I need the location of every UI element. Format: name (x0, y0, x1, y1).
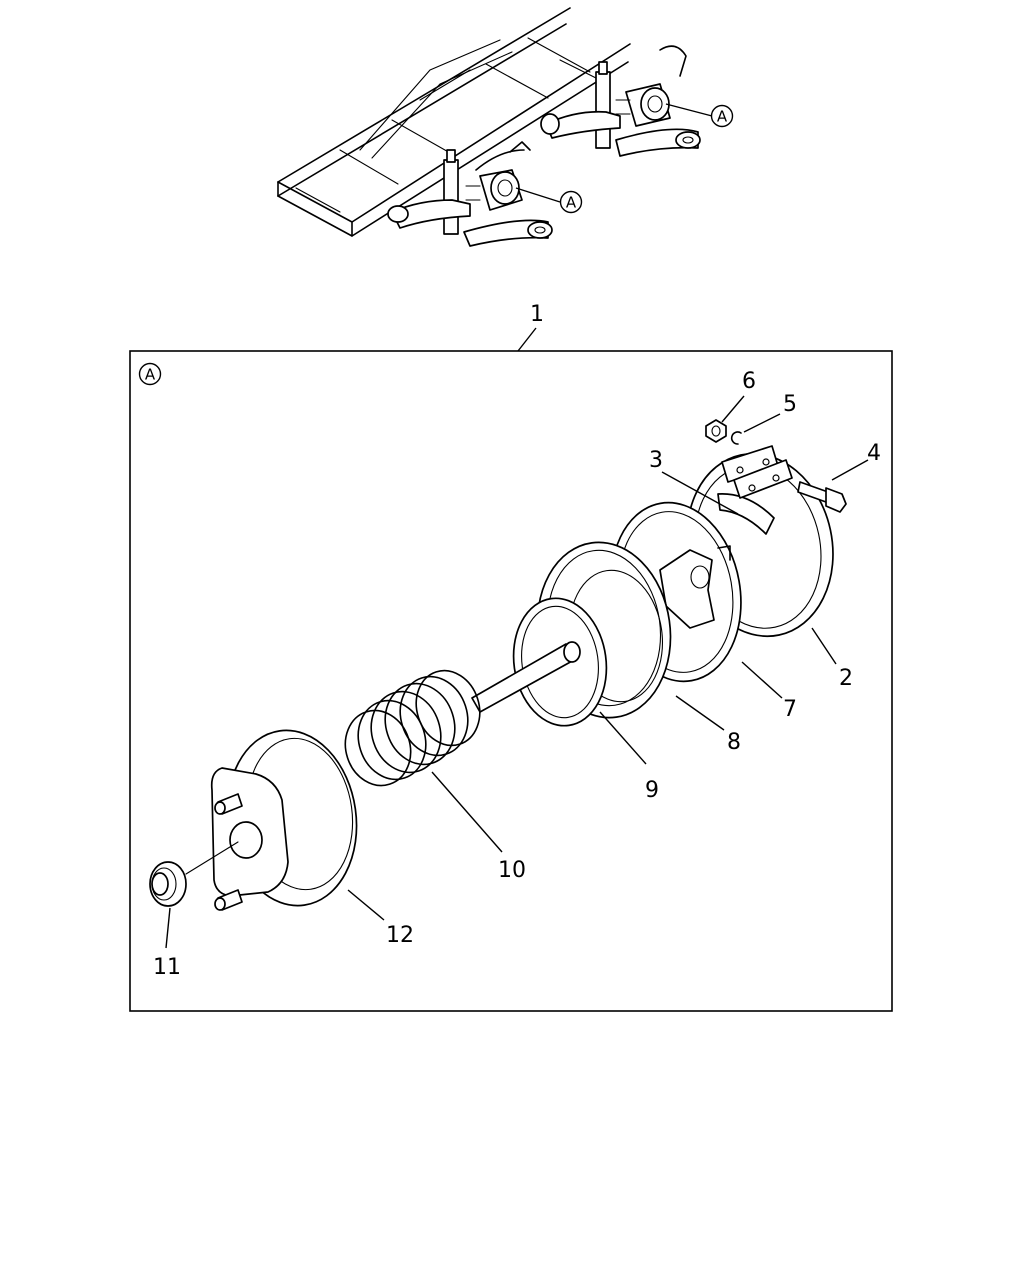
leader-10 (431, 771, 503, 853)
part-number-2: 2 (839, 666, 853, 691)
callout-a-rear-label: A (717, 108, 728, 126)
callout-a-rear: A (710, 104, 734, 128)
part-number-3: 3 (649, 448, 663, 473)
part-number-6: 6 (742, 369, 756, 394)
part-number-10: 10 (498, 858, 526, 883)
part-10-spring (344, 669, 481, 787)
detail-frame (129, 350, 893, 1012)
part-12-front-housing (210, 729, 358, 911)
callout-a-front: A (559, 190, 583, 214)
front-suspension (387, 141, 553, 247)
seal-axis-line (185, 841, 239, 875)
view-label: A (138, 362, 162, 386)
push-rod (471, 641, 581, 713)
part-3-clamp-band (717, 493, 775, 535)
assembly-number: 1 (530, 302, 544, 327)
part-4-bolt (797, 481, 847, 513)
leader-3 (661, 471, 739, 515)
callout-leader-front (515, 187, 561, 203)
leader-12 (347, 889, 385, 921)
detail-view-a: 1 A (129, 302, 893, 1012)
part-5-snap-ring (730, 431, 742, 445)
callout-a-front-label: A (566, 194, 577, 212)
part-number-11: 11 (153, 955, 181, 980)
part-6-nut (705, 419, 727, 443)
part-number-4: 4 (867, 441, 881, 466)
part-11-seal (149, 861, 187, 907)
leader-5 (743, 413, 781, 433)
part-number-8: 8 (727, 730, 741, 755)
leader-11 (165, 907, 171, 949)
part-number-7: 7 (783, 697, 797, 722)
part-number-9: 9 (645, 778, 659, 803)
assembly-leader (517, 327, 537, 352)
part-number-12: 12 (386, 923, 414, 948)
part-number-5: 5 (783, 392, 797, 417)
housing-bracket (721, 445, 793, 499)
leader-8 (675, 695, 725, 731)
rear-suspension (540, 45, 701, 157)
view-label-text: A (145, 366, 156, 384)
leader-2 (811, 627, 837, 665)
leader-7 (741, 661, 783, 699)
leader-6 (721, 395, 745, 423)
callout-leader-rear (665, 103, 713, 117)
chassis-overview: A A (277, 7, 734, 247)
leader-4 (831, 459, 869, 481)
leader-9 (599, 711, 647, 765)
